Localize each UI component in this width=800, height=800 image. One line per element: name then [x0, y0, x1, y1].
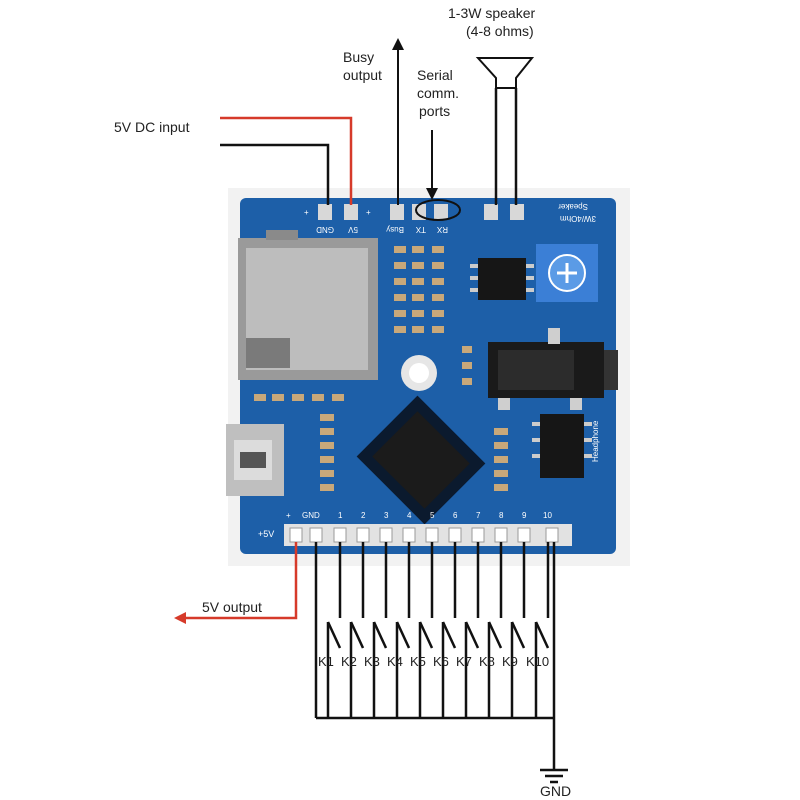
capacitor	[401, 355, 437, 391]
key-label-k4: K4	[387, 654, 403, 669]
serial-ports-circle	[415, 199, 461, 221]
sd-card-slot	[238, 230, 378, 380]
key-switch-lever	[418, 621, 434, 649]
pcb-bottom-number-2: 2	[361, 511, 366, 520]
dc-input-black-wire	[220, 143, 330, 205]
dc-input-red-wire	[220, 116, 353, 205]
v-output-red-wire	[186, 542, 298, 620]
speaker-label-1: 1-3W speaker	[448, 5, 535, 21]
serial-label-1: Serial	[417, 67, 453, 83]
ground-icon	[540, 768, 568, 784]
pcb-pin-gnd: GND	[316, 225, 334, 234]
pcb-bottom-number-4: 4	[407, 511, 412, 520]
key-switches: K1 K2 K3 K4 K5 K6 K7 K8 K9 K10	[318, 542, 550, 718]
pcb-bottom-number-8: 8	[499, 511, 504, 520]
pcb-right-plus: +	[366, 208, 371, 217]
main-chip	[356, 395, 486, 525]
pcb-left-plus: +	[304, 208, 309, 217]
v-output-label: 5V output	[202, 599, 262, 615]
headphone-jack	[488, 328, 618, 410]
resistor-array-left	[254, 394, 344, 491]
pcb-bottom-plus: +	[286, 511, 291, 520]
key-label-k10: K10	[526, 654, 549, 669]
pcb-bottom-number-10: 10	[543, 511, 552, 520]
amplifier-chip	[470, 258, 534, 300]
pcb-pin-busy: Busy	[386, 225, 404, 234]
memory-chip	[532, 414, 592, 478]
gnd-label: GND	[540, 783, 571, 799]
busy-label-2: output	[343, 67, 382, 83]
resistor-array-right	[462, 346, 508, 491]
pcb-bottom-number-1: 1	[338, 511, 343, 520]
key-label-k9: K9	[502, 654, 518, 669]
key-switch-lever	[534, 621, 550, 649]
key-switch-lever	[441, 621, 457, 649]
busy-output-arrowhead	[392, 38, 404, 50]
serial-label-3: ports	[419, 103, 450, 119]
pcb-bottom-number-3: 3	[384, 511, 389, 520]
key-label-k8: K8	[479, 654, 495, 669]
key-switch-lever	[464, 621, 480, 649]
key-label-k5: K5	[410, 654, 426, 669]
key-switch-lever	[487, 621, 503, 649]
pcb-bottom-number-5: 5	[430, 511, 435, 520]
pcb-pin-rx: RX	[436, 225, 448, 234]
pcb-bottom-number-9: 9	[522, 511, 527, 520]
pcb-bottom-number-6: 6	[453, 511, 458, 520]
key-switch-lever	[395, 621, 411, 649]
pcb-speaker-text-1: 3W/4Ohm	[560, 214, 596, 223]
pcb-bottom-plus5v: +5V	[258, 529, 274, 539]
potentiometer	[536, 244, 598, 302]
pcb-headphone-text: Headphone	[591, 420, 600, 462]
key-switch-lever	[326, 621, 342, 649]
key-switch-lever	[510, 621, 526, 649]
speaker-label-2: (4-8 ohms)	[466, 23, 534, 39]
top-pads	[318, 204, 524, 220]
pcb-bottom-gnd: GND	[302, 511, 320, 520]
v-output-arrowhead	[174, 612, 186, 624]
key-switch-lever	[349, 621, 365, 649]
key-label-k7: K7	[456, 654, 472, 669]
bottom-pin-holes	[289, 527, 559, 543]
busy-label-1: Busy	[343, 49, 374, 65]
serial-label-2: comm.	[417, 85, 459, 101]
pcb-pin-tx: TX	[415, 225, 426, 234]
pcb-bottom-numbers: 1 2 3 4 5 6 7 8 9 10	[338, 511, 552, 520]
key-label-k6: K6	[433, 654, 449, 669]
pcb-speaker-text-2: Speaker	[558, 202, 588, 211]
micro-usb-port	[226, 424, 284, 496]
dc-input-label: 5V DC input	[114, 119, 190, 135]
pcb-pin-5v: 5V	[348, 225, 358, 234]
resistor-array-top	[394, 246, 444, 333]
key-label-k3: K3	[364, 654, 380, 669]
serial-pointer-arrowhead	[426, 188, 438, 200]
pcb-bottom-number-7: 7	[476, 511, 481, 520]
speaker-icon	[475, 57, 535, 89]
key-switch-lever	[372, 621, 388, 649]
key-label-k1: K1	[318, 654, 334, 669]
key-label-k2: K2	[341, 654, 357, 669]
